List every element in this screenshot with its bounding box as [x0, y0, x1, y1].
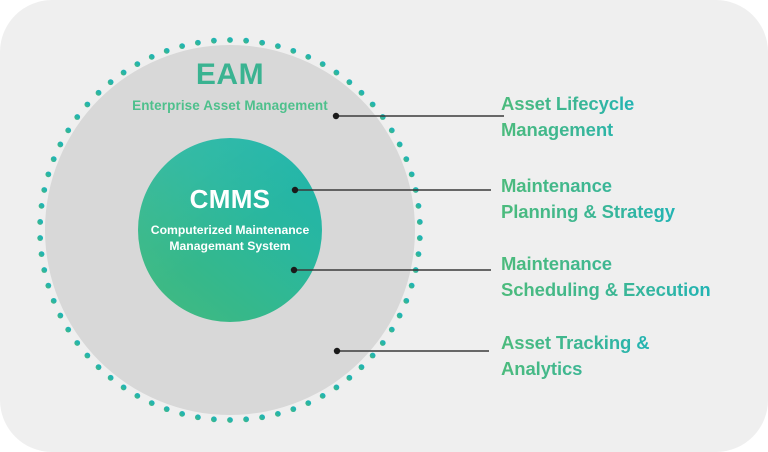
- eam-expansion: Enterprise Asset Management: [132, 98, 328, 113]
- callout-4-line-2: Analytics: [501, 358, 583, 380]
- callout-1-line-1: Asset Lifecycle: [501, 93, 635, 114]
- eam-acronym: EAM: [195, 58, 265, 91]
- callout-3-line-2: Scheduling & Execution: [501, 279, 711, 301]
- eam-text-block: EAM Enterprise Asset Management: [45, 60, 415, 113]
- cmms-expansion-line-2: Managemant System: [169, 239, 291, 254]
- callout-4-line-1: Asset Tracking &: [501, 332, 650, 353]
- callout-2-line-2: Planning & Strategy: [501, 201, 675, 223]
- cmms-acronym: CMMS: [189, 184, 271, 214]
- callout-3-line-1: Maintenance: [501, 253, 612, 274]
- cmms-expansion-line-1: Computerized Maintenance: [150, 223, 310, 237]
- callout-label-asset-tracking-analytics[interactable]: Asset Tracking & Analytics: [501, 330, 650, 383]
- callout-2-line-1: Maintenance: [501, 175, 612, 196]
- cmms-inner-circle: [138, 138, 322, 322]
- callout-1-line-2: Management: [501, 119, 614, 141]
